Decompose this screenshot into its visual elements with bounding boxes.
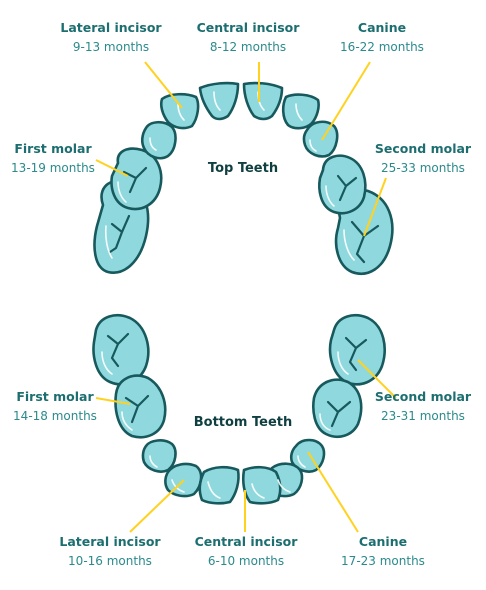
bottom-right-first-molar-groove	[326, 400, 352, 428]
leader-bottom-canine	[307, 451, 359, 533]
bottom-left-central-incisor	[198, 465, 240, 505]
label-bottom-central-incisor: Central incisor 6-10 months	[195, 534, 299, 568]
label-age: 23-31 months	[381, 409, 465, 423]
label-bottom-first-molar: First molar 14-18 months	[13, 389, 97, 423]
label-bottom-canine: Canine 17-23 months	[341, 534, 425, 568]
bottom-arch	[92, 314, 386, 505]
bottom-teeth-title: Bottom Teeth	[194, 415, 293, 430]
bottom-left-second-molar	[92, 314, 150, 386]
top-right-canine	[302, 120, 339, 158]
bottom-left-canine	[141, 439, 177, 473]
label-name: Lateral incisor	[60, 20, 162, 35]
label-age: 25-33 months	[381, 161, 465, 175]
label-name: Second molar	[375, 389, 472, 404]
leader-top-second-molar	[363, 177, 387, 237]
bottom-right-first-molar	[312, 378, 363, 438]
label-name: Canine	[358, 20, 406, 35]
label-top-first-molar: First molar 13-19 months	[11, 141, 95, 175]
bottom-right-second-molar-groove	[344, 336, 368, 372]
label-age: 9-13 months	[73, 40, 149, 54]
label-name: Lateral incisor	[59, 534, 161, 549]
label-name: Central incisor	[195, 534, 299, 549]
top-right-first-molar	[318, 154, 367, 215]
label-bottom-second-molar: Second molar 23-31 months	[375, 389, 472, 423]
label-age: 13-19 months	[11, 161, 95, 175]
label-name: First molar	[14, 141, 92, 156]
top-left-canine	[140, 120, 177, 160]
label-name: Central incisor	[197, 20, 301, 35]
leader-bottom-lateral-incisor	[129, 479, 185, 533]
top-left-second-molar-groove	[108, 214, 131, 254]
bottom-left-first-molar-groove	[124, 394, 150, 424]
leader-lines	[95, 61, 397, 533]
label-top-central-incisor: Central incisor 8-12 months	[197, 20, 301, 54]
label-name: Canine	[359, 534, 407, 549]
leader-top-lateral-incisor	[144, 61, 183, 109]
top-right-first-molar-groove	[336, 174, 358, 202]
label-age: 10-16 months	[68, 554, 152, 568]
top-right-lateral-incisor	[281, 93, 320, 130]
leader-bottom-second-molar	[357, 359, 397, 399]
label-name: First molar	[16, 389, 94, 404]
label-top-second-molar: Second molar 25-33 months	[375, 141, 472, 175]
label-age: 17-23 months	[341, 554, 425, 568]
label-top-lateral-incisor: Lateral incisor 9-13 months	[60, 20, 162, 54]
label-top-canine: Canine 16-22 months	[340, 20, 424, 54]
top-right-central-incisor	[242, 81, 284, 121]
label-age: 14-18 months	[13, 409, 97, 423]
label-age: 6-10 months	[208, 554, 284, 568]
top-arch	[93, 81, 394, 275]
bottom-left-second-molar-groove	[106, 332, 130, 368]
bottom-left-first-molar	[114, 374, 167, 439]
label-name: Second molar	[375, 141, 472, 156]
top-teeth-title: Top Teeth	[208, 161, 278, 176]
label-age: 8-12 months	[210, 40, 286, 54]
leader-top-first-molar	[95, 159, 129, 177]
label-age: 16-22 months	[340, 40, 424, 54]
leader-bottom-first-molar	[95, 397, 131, 405]
bottom-right-second-molar	[328, 314, 386, 386]
label-bottom-lateral-incisor: Lateral incisor 10-16 months	[59, 534, 161, 568]
top-left-central-incisor	[198, 81, 240, 121]
top-left-first-molar-groove	[122, 166, 148, 194]
leader-top-canine	[321, 61, 371, 141]
